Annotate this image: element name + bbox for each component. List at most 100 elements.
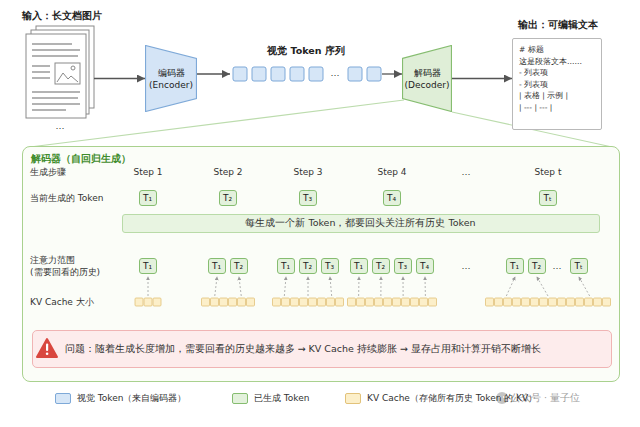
legend-swatch	[232, 393, 248, 404]
zoom-line	[30, 100, 404, 147]
token-box: T₁	[277, 258, 295, 274]
token-box: T₁	[139, 258, 157, 274]
page-sheet	[31, 30, 89, 114]
text-line	[32, 91, 80, 93]
block-label: 解码器 (Decoder)	[404, 67, 450, 91]
token-label: T₄	[387, 193, 396, 203]
token-box: Tₜ	[539, 190, 557, 206]
text-line	[32, 43, 72, 45]
token-box: T₃	[321, 258, 339, 274]
legend-item: KV Cache（存储所有历史 Token 的 KV）	[345, 392, 537, 405]
token-label: T₁	[143, 261, 152, 271]
text-line	[32, 49, 80, 51]
trapezoid-shape	[146, 46, 197, 112]
output-line: 这是段落文本……	[519, 56, 595, 68]
step-label: Step 1	[123, 166, 173, 178]
legend-text: 已生成 Token	[254, 392, 309, 405]
text-line	[32, 77, 50, 79]
token-label: T₂	[303, 261, 312, 271]
ellipsis: …	[325, 67, 345, 79]
visual-token	[233, 67, 247, 81]
token-label: T₂	[376, 261, 385, 271]
legend-swatch	[345, 393, 361, 404]
input-heading: 输入：长文档图片	[22, 9, 102, 23]
banner-text: 每生成一个新 Token，都要回头关注所有历史 Token	[245, 217, 475, 230]
token-label: T₃	[325, 261, 334, 271]
token-box: T₂	[372, 258, 390, 274]
text-line	[32, 71, 50, 73]
step-label: Step t	[523, 166, 573, 178]
block-label: 编码器 (Encoder)	[148, 67, 194, 91]
trapezoid-outline	[145, 45, 197, 112]
legend-swatch	[55, 393, 71, 404]
flow-arrow	[94, 78, 145, 79]
token-box: Tₜ	[570, 258, 588, 274]
flow-arrow	[382, 73, 402, 74]
flow-arrow	[452, 78, 512, 79]
row-label: 当前生成的 Token	[30, 192, 130, 204]
visual-token-squares	[233, 67, 381, 81]
text-line	[32, 109, 66, 111]
sequence-heading: 视觉 Token 序列	[230, 45, 382, 58]
token-box: T₂	[230, 258, 248, 274]
token-box: T₄	[383, 190, 401, 206]
mountain-icon	[57, 73, 78, 82]
step-label: Step 4	[367, 166, 417, 178]
token-label: T₁	[510, 261, 519, 271]
legend-text: KV Cache（存储所有历史 Token 的 KV）	[367, 392, 537, 405]
token-label: T₄	[420, 261, 429, 271]
token-box: T₁	[350, 258, 368, 274]
visual-token	[309, 67, 323, 81]
visual-token	[271, 67, 285, 81]
legend-text: 视觉 Token（来自编码器）	[77, 392, 186, 405]
document-image: 输入：长文档图片	[26, 26, 94, 118]
sun-icon	[71, 66, 75, 70]
token-label: T₁	[281, 261, 290, 271]
output-text-box: 输出：可编辑文本# 标题这是段落文本……- 列表项- 列表项| 表格 | 示例 …	[512, 38, 602, 130]
attention-banner: 每生成一个新 Token，都要回头关注所有历史 Token	[122, 214, 600, 233]
output-heading: 输出：可编辑文本	[493, 19, 623, 31]
visual-token	[252, 67, 266, 81]
output-line: - 列表项	[519, 67, 595, 79]
page-sheet	[36, 26, 94, 108]
visual-token	[290, 67, 304, 81]
token-box: T₁	[506, 258, 524, 274]
token-label: T₁	[212, 261, 221, 271]
token-box: T₃	[394, 258, 412, 274]
text-line	[32, 97, 78, 99]
output-line: | 表格 | 示例 |	[519, 90, 595, 102]
ellipsis: …	[451, 166, 481, 178]
legend-item: 视觉 Token（来自编码器）	[55, 392, 186, 405]
panel-heading: 解码器（自回归生成）	[31, 152, 131, 166]
token-box: T₂	[219, 190, 237, 206]
legend-item: 已生成 Token	[232, 392, 309, 405]
ellipsis: …	[45, 120, 75, 132]
output-line: | --- | --- |	[519, 102, 595, 114]
text-line	[32, 103, 80, 105]
token-label: T₂	[234, 261, 243, 271]
token-box: T₂	[299, 258, 317, 274]
page-sheet	[26, 34, 86, 118]
token-box: T₁	[139, 190, 157, 206]
coder-block: 编码器 (Encoder)	[145, 45, 197, 112]
flow-arrow	[197, 73, 230, 74]
token-box: T₁	[208, 258, 226, 274]
step-label: Step 2	[203, 166, 253, 178]
row-label: 注意力范围 (需要回看的历史)	[30, 254, 120, 278]
decoder-panel: T₁T₂T₃T₄Tₜ每生成一个新 Token，都要回头关注所有历史 TokenT…	[22, 146, 620, 382]
visual-token	[348, 67, 362, 81]
ellipsis: …	[451, 260, 481, 272]
output-line: - 列表项	[519, 79, 595, 91]
document-illustration	[26, 26, 94, 118]
token-sequence: 视觉 Token 序列	[230, 67, 382, 81]
image-placeholder	[55, 63, 80, 84]
token-label: T₁	[143, 193, 152, 203]
token-box: T₃	[299, 190, 317, 206]
token-label: Tₜ	[543, 193, 551, 203]
row-label: KV Cache 大小	[30, 296, 120, 308]
text-line	[32, 65, 50, 67]
step-label: Step 3	[283, 166, 333, 178]
coder-block: 解码器 (Decoder)	[402, 45, 452, 112]
text-line	[32, 55, 78, 57]
